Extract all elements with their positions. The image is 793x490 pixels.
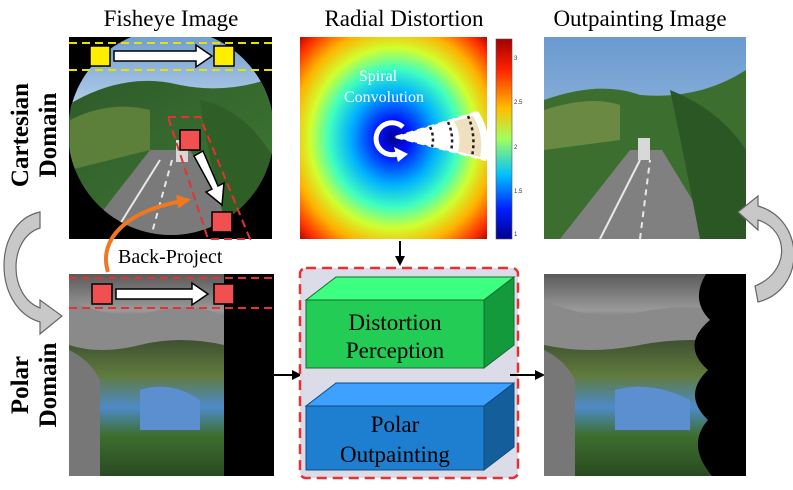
radial-distortion-map: Spiral Convolution [300,37,489,239]
colorbar-tick: 3 [514,56,518,62]
polar-label: Polar [7,356,34,414]
cartesian-label: Cartesian [7,83,34,187]
curved-arrow-right [737,194,793,303]
curved-arrow-left [3,211,63,336]
colorbar-tick: 2.5 [514,100,523,106]
spiral-arrow-icon [373,120,405,158]
white-arrow-diagonal [192,149,225,207]
back-project-arrow [104,194,191,273]
module-panel: Distortion Perception Polar Outpainting [298,266,520,480]
colorbar: 3 2.5 2 1.5 1 [495,38,523,240]
yellow-marker-left [89,45,111,67]
white-arrow-polar [115,281,210,307]
red-marker-upper [179,129,201,151]
polar-outpainted-image [544,274,746,476]
fisheye-title: Fisheye Image [104,6,239,31]
colorbar-tick: 1.5 [514,189,523,195]
outpainting-module-label: Outpainting [340,442,450,467]
red-marker-polar-left [91,283,113,305]
outpainting-image [544,37,746,240]
colorbar-tick: 2 [514,145,518,151]
distortion-perception-block: Distortion Perception [304,275,516,370]
yellow-marker-right [213,45,235,67]
polar-module-label: Polar [371,412,420,437]
polar-outpainting-block: Polar Outpainting [304,381,516,472]
red-marker-polar-right [213,283,235,305]
convolution-label: Convolution [344,89,424,106]
outpainting-title: Outpainting Image [553,6,726,31]
white-arrow-fisheye [113,43,214,69]
red-marker-lower [211,211,233,233]
back-project-label: Back-Project [118,246,223,268]
spiral-fan-icon [394,110,489,162]
colorbar-tick: 1 [514,232,518,238]
polar-image [69,274,274,476]
radial-distortion-title: Radial Distortion [324,6,484,31]
spiral-label: Spiral [359,68,398,85]
red-dashed-region [166,116,252,240]
cartesian-domain-label: Domain [35,93,62,178]
perception-label: Perception [346,338,445,363]
polar-domain-label: Domain [35,343,62,428]
distortion-label: Distortion [348,310,442,335]
